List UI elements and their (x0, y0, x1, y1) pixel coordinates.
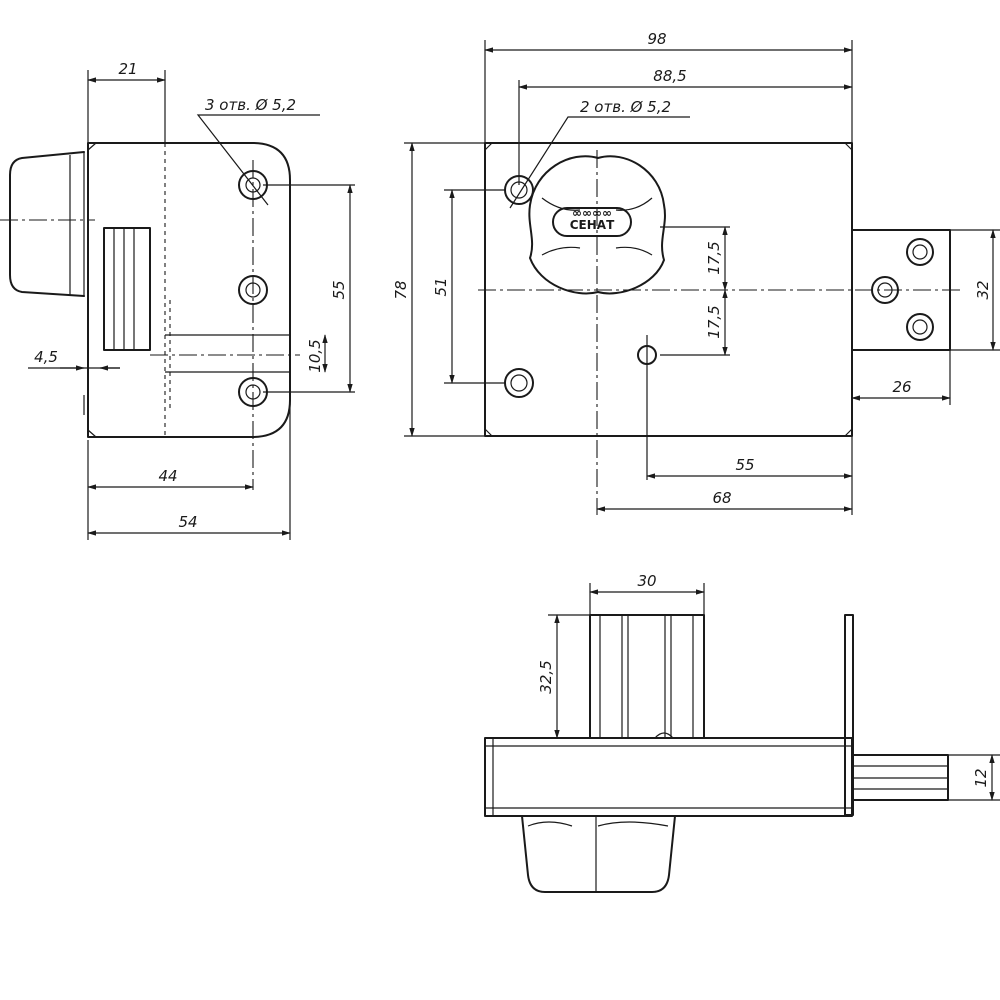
dim-front-55: 55 (735, 456, 754, 474)
top-view (484, 614, 949, 893)
dim-front-32: 32 (974, 280, 992, 299)
dim-side-10-5: 10,5 (306, 339, 324, 372)
dim-top-32-5: 32,5 (537, 660, 555, 693)
callout-holes-left: 3 отв. Ø 5,2 (205, 96, 296, 114)
front-dimensions (404, 40, 1000, 515)
dim-top-30: 30 (637, 572, 656, 590)
dim-side-44: 44 (158, 467, 177, 485)
dim-side-4-5: 4,5 (34, 348, 58, 366)
side-view (0, 114, 355, 490)
dim-top-12: 12 (972, 768, 990, 787)
callout-holes-front: 2 отв. Ø 5,2 (580, 98, 671, 116)
dim-front-17-5-bottom: 17,5 (705, 305, 723, 338)
dim-front-17-5-top: 17,5 (705, 241, 723, 274)
lock-knob: СЕНАТ ∞∞∞∞ (528, 155, 666, 295)
bolt-hole-1 (906, 238, 934, 266)
dim-front-88-5: 88,5 (653, 67, 686, 85)
dim-front-68: 68 (712, 489, 731, 507)
dim-side-21: 21 (118, 60, 137, 78)
dim-side-54: 54 (178, 513, 197, 531)
dim-front-78: 78 (392, 280, 410, 299)
dim-front-98: 98 (647, 30, 666, 48)
labels: 3 отв. Ø 5,2 2 отв. Ø 5,2 21 55 10,5 4,5… (34, 30, 992, 788)
brand-logo-marks: ∞∞∞∞ (572, 206, 612, 220)
dim-front-51: 51 (432, 277, 450, 296)
dim-front-26: 26 (892, 378, 911, 396)
brand-label: СЕНАТ (570, 218, 615, 232)
dim-side-55: 55 (330, 280, 348, 299)
bolt-hole-3 (906, 313, 934, 341)
front-view: СЕНАТ ∞∞∞∞ (478, 116, 960, 515)
side-dimensions (28, 70, 353, 540)
top-dimensions (548, 583, 1000, 801)
